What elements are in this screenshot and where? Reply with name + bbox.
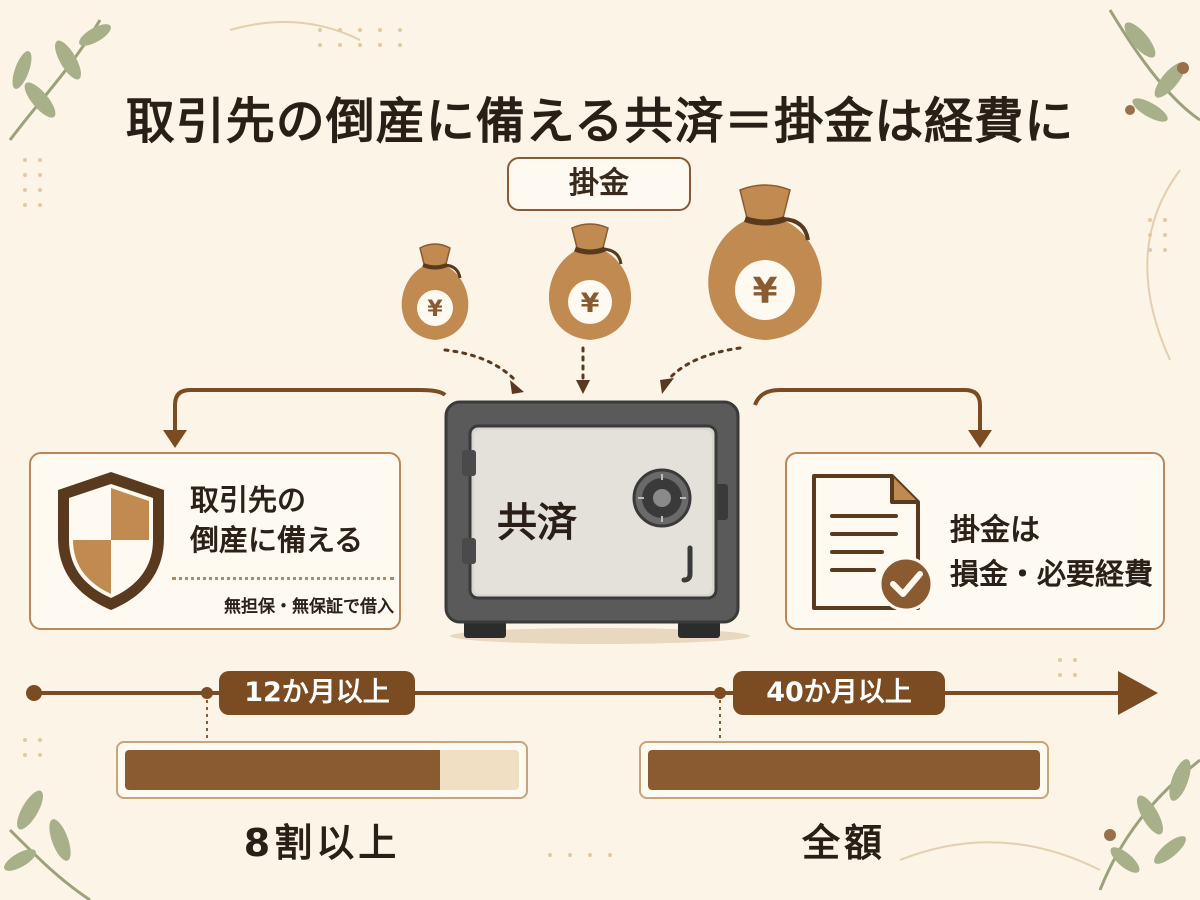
svg-text:¥: ¥	[427, 297, 443, 322]
right-benefit-line2: 損金・必要経費	[950, 557, 1154, 591]
milestone-40-months: 40か月以上	[733, 671, 945, 715]
left-benefit-subtext: 無担保・無保証で借入	[224, 597, 394, 617]
left-benefit-line1: 取引先の	[190, 483, 307, 517]
refund-bar-fill	[125, 750, 441, 790]
right-benefit-line1: 掛金は	[950, 513, 1040, 548]
shield-icon	[58, 472, 164, 610]
document-check-icon	[812, 474, 934, 612]
money-bag-small-icon: ¥	[401, 243, 469, 340]
svg-text:¥: ¥	[752, 271, 777, 312]
refund-bar-80-percent	[116, 741, 528, 799]
money-bag-medium-icon: ¥	[548, 223, 632, 340]
safe-label: 共済	[497, 500, 577, 546]
dotted-divider	[172, 577, 394, 580]
milestone-12-months: 12か月以上	[219, 671, 415, 715]
money-bag-large-icon: ¥	[708, 184, 822, 340]
contribution-label: 掛金	[507, 157, 691, 211]
refund-bar-full	[639, 741, 1049, 799]
svg-text:¥: ¥	[581, 288, 600, 319]
refund-bar-fill	[648, 750, 1040, 790]
refund-caption-80-percent: 8割以上	[243, 821, 401, 865]
left-benefit-line2: 倒産に備える	[190, 523, 364, 557]
refund-bar-track	[125, 750, 519, 790]
refund-bar-track	[648, 750, 1040, 790]
left-benefit-title: 取引先の 倒産に備える	[190, 480, 390, 560]
refund-caption-full: 全額	[801, 821, 886, 865]
safe-icon	[444, 400, 750, 644]
page-title: 取引先の倒産に備える共済＝掛金は経費に	[125, 93, 1075, 150]
